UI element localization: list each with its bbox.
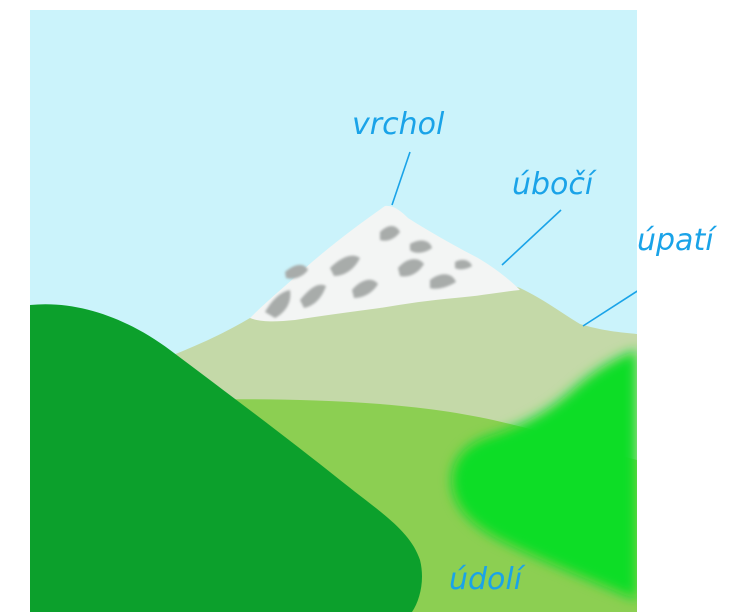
label-summit: vrchol <box>352 107 445 142</box>
left-hill <box>30 304 423 612</box>
leader-lines <box>391 151 637 327</box>
label-valley: údolí <box>449 562 523 597</box>
leader-line-slope <box>501 209 562 266</box>
leader-line-foot <box>582 290 637 327</box>
label-slope: úbočí <box>512 167 594 202</box>
rock-patches <box>265 226 472 318</box>
label-foot: úpatí <box>637 223 714 258</box>
leader-line-summit <box>391 151 411 206</box>
right-hill <box>452 350 637 600</box>
